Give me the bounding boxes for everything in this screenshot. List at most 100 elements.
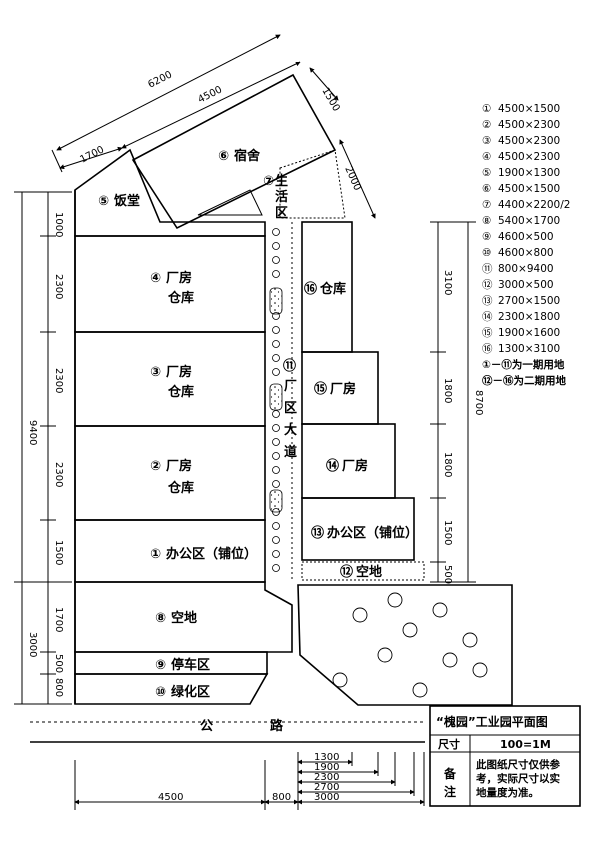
- dim-left-5: 1500: [53, 540, 64, 565]
- legend-no: ⑭: [482, 311, 493, 323]
- b15-no: ⑮: [314, 381, 327, 397]
- tree-icon: [272, 256, 280, 264]
- legend-no: ⑤: [482, 167, 491, 179]
- b11-char-1: 厂: [284, 379, 297, 394]
- tree-icon: [272, 340, 280, 348]
- dim-right-total: 8700: [473, 390, 484, 415]
- legend-size: 4400×2200/2: [498, 199, 570, 211]
- legend-size: 4500×1500: [498, 183, 560, 195]
- scale-label: 尺寸: [438, 737, 460, 751]
- tree-icon: [272, 228, 280, 236]
- tree-icon: [272, 242, 280, 250]
- b13-no: ⑬: [311, 525, 324, 541]
- legend-no: ⑩: [482, 247, 491, 259]
- legend-no: ⑨: [482, 231, 491, 243]
- tree-icon: [272, 270, 280, 278]
- building-13-office: [301, 497, 415, 561]
- bottom-width-label: 1300: [314, 752, 339, 763]
- shrub-icon: [377, 647, 393, 663]
- b12-label: 空地: [356, 564, 382, 580]
- dim-top-total: 6200: [146, 69, 174, 90]
- b3-label: 厂房: [166, 364, 192, 380]
- tree-icon: [272, 452, 280, 460]
- b4-label: 厂房: [166, 270, 192, 286]
- dim-bottom-left: 4500: [158, 792, 183, 803]
- tree-icon: [272, 326, 280, 334]
- living-area-yard: [279, 149, 346, 219]
- legend-size: 3000×500: [498, 279, 554, 291]
- bottom-width-label: 2700: [314, 782, 339, 793]
- shrub-icon: [332, 672, 348, 688]
- phase-two-area: [279, 149, 513, 706]
- note-label-1: 备: [443, 766, 457, 781]
- tree-icon: [272, 438, 280, 446]
- shrub-icon: [352, 607, 368, 623]
- dim-right-1: 3100: [442, 270, 453, 295]
- tree-icon: [272, 354, 280, 362]
- tree-icon: [272, 410, 280, 418]
- note-line-2: 考，实际尺寸以实: [476, 772, 560, 785]
- b11-char-2: 区: [284, 401, 297, 416]
- tree-icon: [272, 536, 280, 544]
- tree-icon: [272, 522, 280, 530]
- b5-no: ⑤: [98, 194, 109, 209]
- b4-no: ④: [150, 271, 161, 286]
- b9-label: 停车区: [171, 657, 210, 673]
- legend-no: ⑧: [482, 215, 491, 227]
- b5-label: 饭堂: [113, 193, 140, 209]
- scale-value: 100=1M: [500, 738, 551, 751]
- bottom-width-label: 1900: [314, 762, 339, 773]
- b11-no: ⑪: [283, 358, 296, 374]
- legend-no: ⑯: [482, 343, 493, 355]
- b1-label: 办公区（铺位）: [166, 546, 257, 562]
- dim-top-dorm: 4500: [196, 84, 224, 105]
- legend-no: ②: [482, 119, 491, 131]
- legend-size: 2300×1800: [498, 311, 560, 323]
- b7-no: ⑦: [263, 174, 274, 189]
- shrub-icon: [402, 622, 418, 638]
- b8-label: 空地: [171, 610, 197, 626]
- tree-icon: [272, 466, 280, 474]
- legend-no: ⑫: [482, 279, 493, 291]
- legend-size: 1900×1600: [498, 327, 560, 339]
- b16-label: 仓库: [319, 281, 346, 297]
- b3-label2: 仓库: [167, 384, 194, 400]
- b8-no: ⑧: [155, 611, 166, 626]
- legend-size: 5400×1700: [498, 215, 560, 227]
- note-line-3: 地量度为准。: [476, 786, 539, 799]
- shrub-icon: [387, 592, 403, 608]
- b11-char-4: 道: [284, 444, 297, 460]
- dim-right-4: 1500: [442, 520, 453, 545]
- legend-no: ⑬: [482, 295, 493, 307]
- b14-no: ⑭: [326, 458, 339, 474]
- tree-icon: [272, 424, 280, 432]
- note-label-2: 注: [444, 784, 456, 799]
- dim-lower-1: 1700: [53, 607, 64, 632]
- dim-left-1: 1000: [53, 212, 64, 237]
- b11-char-3: 大: [284, 422, 297, 438]
- legend-no: ④: [482, 151, 491, 163]
- dim-dorm-side: 1500: [319, 86, 341, 114]
- b14-label: 厂房: [342, 458, 368, 474]
- flower-bed: [269, 489, 283, 513]
- tree-icon: [272, 368, 280, 376]
- dim-left-3: 2300: [53, 368, 64, 393]
- dim-dorm-right: 2000: [342, 165, 362, 193]
- building-labels: ① 办公区（铺位） ② 厂房 仓库 ③ 厂房 仓库 ④ 厂房 仓库 ⑤ 饭堂 ⑥…: [98, 148, 418, 700]
- tree-icon: [272, 564, 280, 572]
- b2-label: 厂房: [166, 458, 192, 474]
- tree-icon: [272, 550, 280, 558]
- legend-no: ①: [482, 103, 491, 115]
- dim-right-3: 1800: [442, 452, 453, 477]
- bottom-width-label: 2300: [314, 772, 339, 783]
- shrub-icon: [472, 662, 488, 678]
- avenue-trees: [269, 228, 488, 698]
- b6-no: ⑥: [218, 149, 229, 164]
- legend-size: 1300×3100: [498, 343, 560, 355]
- dim-left-total: 9400: [27, 420, 38, 445]
- bottom-width-label: 3000: [314, 792, 339, 803]
- area-12-open-land: [301, 561, 425, 581]
- legend-note: ①－⑪为一期用地: [482, 358, 565, 371]
- legend-size: 4500×2300: [498, 151, 560, 163]
